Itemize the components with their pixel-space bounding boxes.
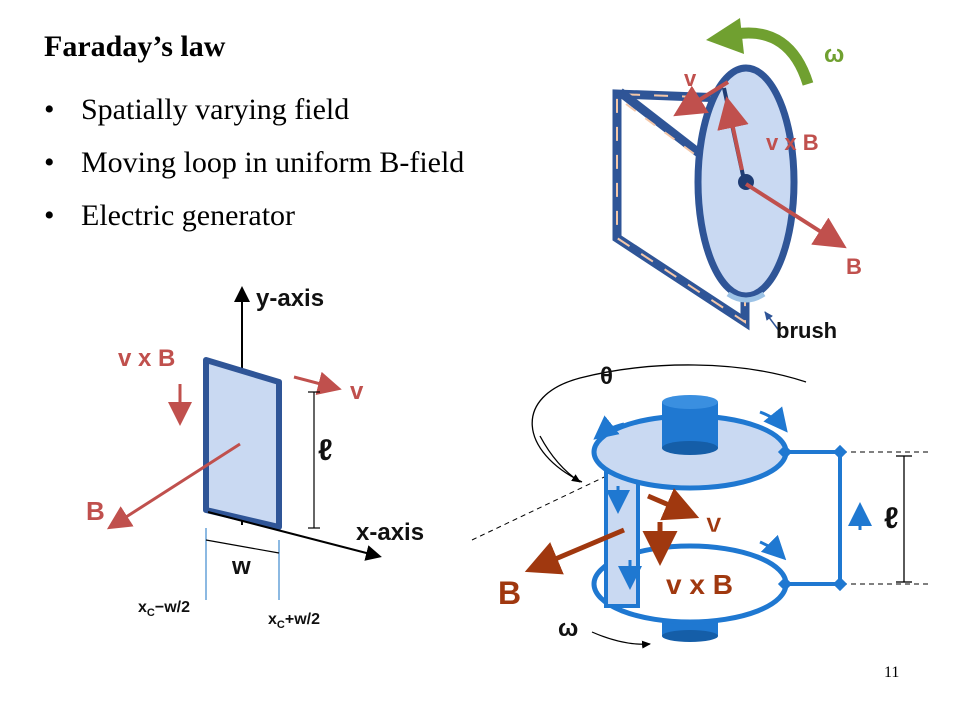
disc-omega-label: ω [824, 41, 844, 68]
disc-v-label: v [684, 66, 697, 91]
generator-v-label: v [706, 507, 722, 538]
loop-diagram: y-axis x-axis v x B v B ℓ w [86, 285, 424, 631]
slide-title: Faraday’s law [44, 30, 226, 63]
disc-vxb-arrow [717, 96, 749, 171]
disc-circuit-wire [612, 89, 750, 331]
contact-node [832, 444, 848, 460]
bullet-list: • Spatially varying field • Moving loop in… [44, 92, 464, 251]
disc-b-label: B [846, 254, 862, 279]
brush-pointer [764, 311, 781, 333]
generator-omega-arrow [591, 631, 651, 649]
lower-shaft-end [662, 630, 718, 642]
contact-node [777, 576, 793, 592]
generator-omega-label: ω [558, 615, 578, 642]
disc-diagram: brush ω v v x B B [612, 18, 862, 343]
bullet-dot: • [44, 199, 55, 232]
loop-b-arrow [106, 442, 241, 530]
bullet-item: • Spatially varying field [44, 92, 464, 145]
external-circuit [786, 450, 842, 586]
upper-shaft [662, 402, 718, 448]
generator-diagram: θ [471, 363, 928, 649]
generator-coil-strip [604, 470, 640, 608]
theta-arc-back [531, 364, 807, 483]
width-bracket [205, 539, 280, 554]
contact-node [777, 444, 793, 460]
bullet-item: • Moving loop in uniform B-field [44, 145, 464, 198]
bullet-text: Electric generator [81, 199, 296, 232]
contact-node [832, 576, 848, 592]
bullet-text: Moving loop in uniform B-field [81, 146, 465, 179]
generator-theta-label: θ [600, 363, 613, 390]
ring-current-arrow [593, 415, 625, 440]
loop-v-label: v [350, 378, 364, 405]
conducting-loop [203, 357, 282, 530]
y-axis-label: y-axis [256, 285, 324, 312]
theta-arc-head [539, 435, 581, 483]
xc-minus-label: xC−w/2 [138, 599, 190, 619]
generator-v-arrow [647, 488, 700, 521]
loop-b-label: B [86, 496, 105, 526]
loop-length-label: ℓ [318, 434, 333, 467]
bullet-text: Spatially varying field [81, 93, 350, 126]
ring-current-arrow [759, 534, 787, 561]
generator-length-label: ℓ [884, 502, 899, 535]
xc-plus-label: xC+w/2 [268, 611, 320, 631]
disc-v-arrow [673, 80, 730, 117]
ring-current-arrow [759, 406, 788, 433]
x-axis-arrow [207, 511, 382, 561]
generator-b-label: B [498, 575, 521, 611]
x-axis-label: x-axis [356, 519, 424, 546]
disc-b-arrow [744, 182, 847, 249]
generator-vxb-label: v x B [666, 569, 733, 600]
bullet-dot: • [44, 146, 55, 179]
bullet-dot: • [44, 93, 55, 126]
loop-v-arrow [293, 371, 342, 396]
omega-arrowhead [706, 18, 744, 54]
disc-vxb-label: v x B [766, 130, 819, 155]
brush-contact [726, 291, 766, 303]
upper-shaft-base [662, 441, 718, 455]
omega-rotation-arrow [735, 27, 814, 86]
bullet-item: • Electric generator [44, 198, 464, 251]
loop-width-label: w [231, 553, 251, 580]
page-number: 11 [884, 664, 900, 681]
brush-label: brush [776, 318, 837, 343]
loop-vxb-label: v x B [118, 345, 175, 372]
generator-b-arrow [524, 527, 625, 575]
upper-shaft-top [662, 395, 718, 409]
